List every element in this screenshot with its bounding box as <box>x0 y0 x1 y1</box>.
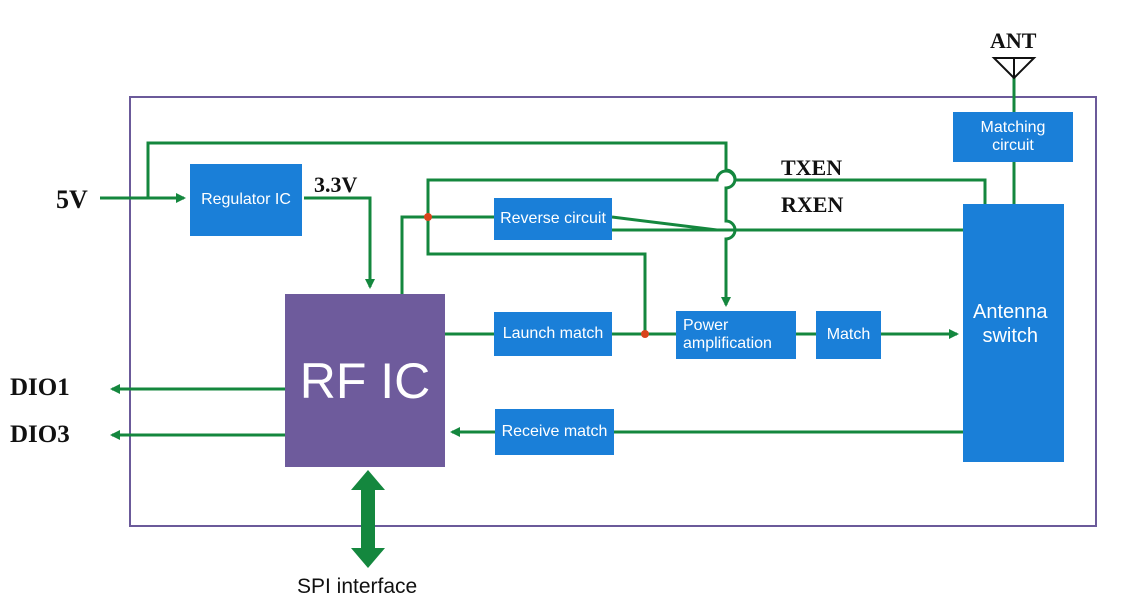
regulator-ic-block: Regulator IC <box>190 164 302 236</box>
receive-match-label: Receive match <box>501 423 608 440</box>
wire-txen <box>426 169 987 254</box>
antenna-icon <box>991 57 1037 80</box>
rxen-label: RXEN <box>781 192 844 217</box>
wire-rxen-out <box>611 215 963 232</box>
junction-dot <box>424 213 432 221</box>
antenna-switch-label-1: Antenna <box>973 301 1048 323</box>
matching-circuit-label-1: Matching <box>980 119 1046 136</box>
reverse-circuit-block: Reverse circuit <box>494 198 612 240</box>
matching-circuit-block: Matching circuit <box>953 112 1073 162</box>
5v-label: 5V <box>56 185 88 214</box>
power-amplification-label-2: amplification <box>683 335 772 352</box>
antenna-switch-label-2: switch <box>982 325 1039 347</box>
antenna-switch-block: Antenna switch <box>963 204 1064 462</box>
regulator-ic-label: Regulator IC <box>201 191 291 208</box>
dio1-label: DIO1 <box>10 374 70 401</box>
match-block: Match <box>816 311 881 359</box>
wire-reverse-loop <box>426 217 647 334</box>
wire-3v3 <box>304 196 375 289</box>
match-label: Match <box>826 326 871 343</box>
launch-match-block: Launch match <box>494 312 612 356</box>
receive-match-block: Receive match <box>495 409 614 455</box>
launch-match-label: Launch match <box>502 325 604 342</box>
power-amplification-block: Power amplification <box>676 311 796 359</box>
dio3-label: DIO3 <box>10 421 70 448</box>
rf-ic-block: RF IC <box>285 294 445 467</box>
spi-bidirectional-arrow <box>351 470 385 568</box>
rf-ic-label: RF IC <box>299 352 431 409</box>
module-frame <box>129 96 1097 527</box>
matching-circuit-label-2: circuit <box>992 137 1034 154</box>
3v3-label: 3.3V <box>314 172 358 197</box>
junction-dot <box>641 330 649 338</box>
ant-label: ANT <box>990 28 1037 53</box>
power-amplification-label-1: Power <box>683 317 729 334</box>
spi-interface-label: SPI interface <box>297 575 418 598</box>
wire-rxen <box>400 215 494 294</box>
reverse-circuit-label: Reverse circuit <box>500 210 606 227</box>
txen-label: TXEN <box>781 155 843 180</box>
